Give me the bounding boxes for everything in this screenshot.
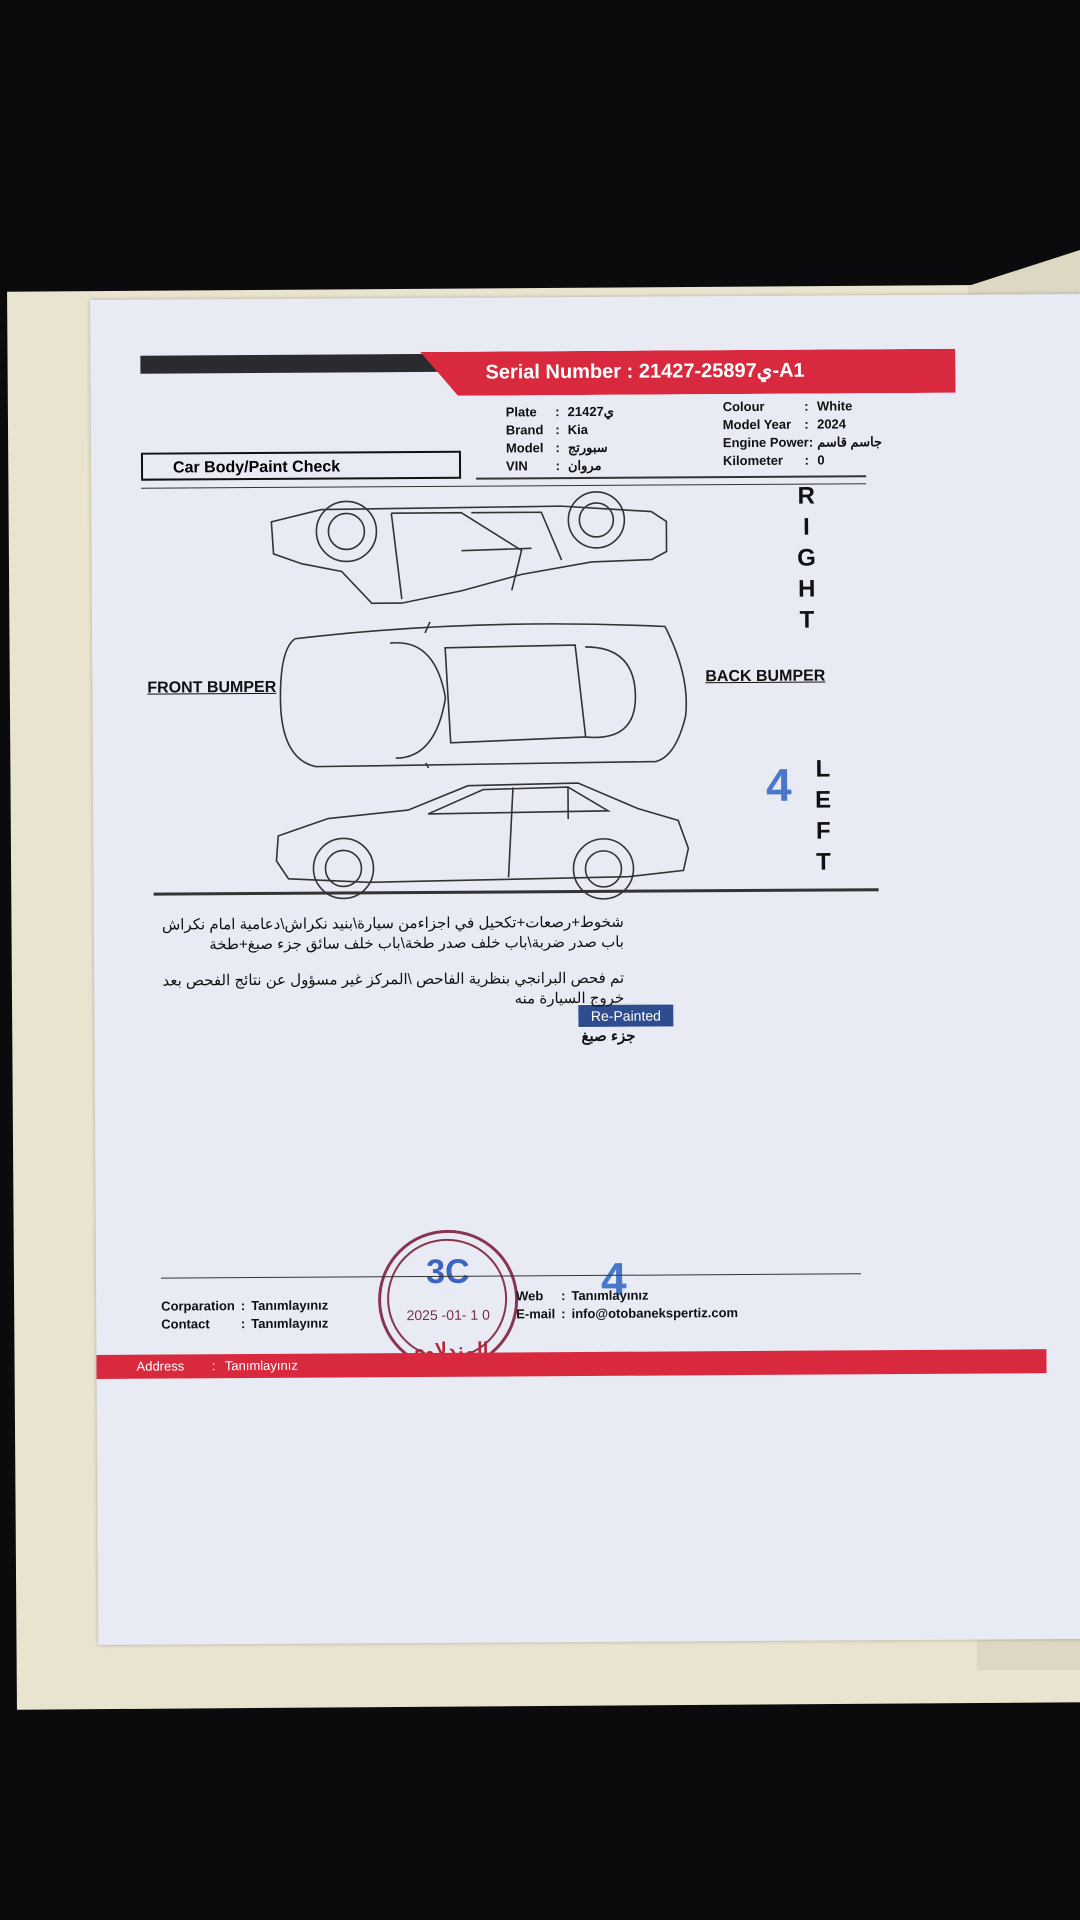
info-row-model: Model:سبورتج xyxy=(505,439,608,456)
handwritten-number: 4 xyxy=(765,758,792,811)
info-underline xyxy=(476,475,867,480)
address: Address : Tanımlayınız xyxy=(136,1357,298,1374)
back-bumper-label: BACK BUMPER xyxy=(705,667,826,686)
left-label: L E F T xyxy=(814,755,832,876)
footer-web: Web:Tanımlayınız xyxy=(516,1286,744,1305)
section-title: Car Body/Paint Check xyxy=(140,450,462,481)
serial-value: ي25897-21427-A1 xyxy=(638,359,805,383)
info-row-plate: Plate:ي21427 xyxy=(505,403,614,420)
web-link[interactable]: Tanımlayınız xyxy=(571,1287,649,1304)
note-line-2: باب صدر ضربة\باب خلف صدر طخة\باب خلف سائ… xyxy=(209,933,624,954)
footer-email: E-mail:info@otobanekspertiz.com xyxy=(516,1304,744,1323)
footer-contact: Contact:Tanımlayınız xyxy=(161,1315,329,1332)
front-bumper-label: FRONT BUMPER xyxy=(147,678,277,697)
footer-right: Web:Tanımlayınız E-mail:info@otobanekspe… xyxy=(516,1286,744,1323)
right-label: R I G H T xyxy=(797,482,817,634)
repainted-tag-arabic: جزء صبغ xyxy=(581,1027,636,1046)
inspection-notes: شخوط+رصعات+تكحيل في اجزاءمن سيارة\بنيد ن… xyxy=(154,913,625,1012)
info-row-vin: VIN:مروان xyxy=(505,457,602,474)
title-rule xyxy=(141,483,867,489)
stamp-code: 3C xyxy=(426,1252,470,1291)
serial-label: Serial Number : xyxy=(485,360,634,384)
inspection-stamp: 3C 2025 -01- 1 0 المندلاوي xyxy=(377,1229,519,1371)
car-right-side-diagram xyxy=(270,491,668,605)
info-row-engine-power: Engine Power:جاسم قاسم xyxy=(722,434,883,451)
stamp-date: 2025 -01- 1 0 xyxy=(406,1306,490,1324)
address-value: Tanımlayınız xyxy=(224,1357,298,1374)
info-row-kilometer: Kilometer:0 xyxy=(722,452,825,469)
info-row-model-year: Model Year:2024 xyxy=(722,416,847,433)
header-dark-bar xyxy=(140,353,451,374)
info-row-brand: Brand:Kia xyxy=(505,421,588,438)
car-left-side-diagram xyxy=(275,782,690,900)
inspection-sheet: Serial Number : ي25897-21427-A1 Plate:ي2… xyxy=(90,293,1080,1645)
note-line-3: تم فحص البرانجي بنظرية الفاحص \المركز غي… xyxy=(162,969,625,1008)
car-top-view-diagram xyxy=(279,621,688,769)
info-row-colour: Colour:White xyxy=(722,398,853,415)
vehicle-info-left: Plate:ي21427 Brand:Kia Model:سبورتج VIN:… xyxy=(506,403,619,476)
email-link[interactable]: info@otobanekspertiz.com xyxy=(571,1305,739,1322)
serial-number: Serial Number : ي25897-21427-A1 xyxy=(485,358,804,385)
footer-corporation: Corparation:Tanımlayınız xyxy=(161,1297,329,1314)
vehicle-info-right: Colour:White Model Year:2024 Engine Powe… xyxy=(723,397,887,470)
footer-left: Corparation:Tanımlayınız Contact:Tanımla… xyxy=(161,1297,334,1334)
address-label: Address xyxy=(136,1358,185,1374)
